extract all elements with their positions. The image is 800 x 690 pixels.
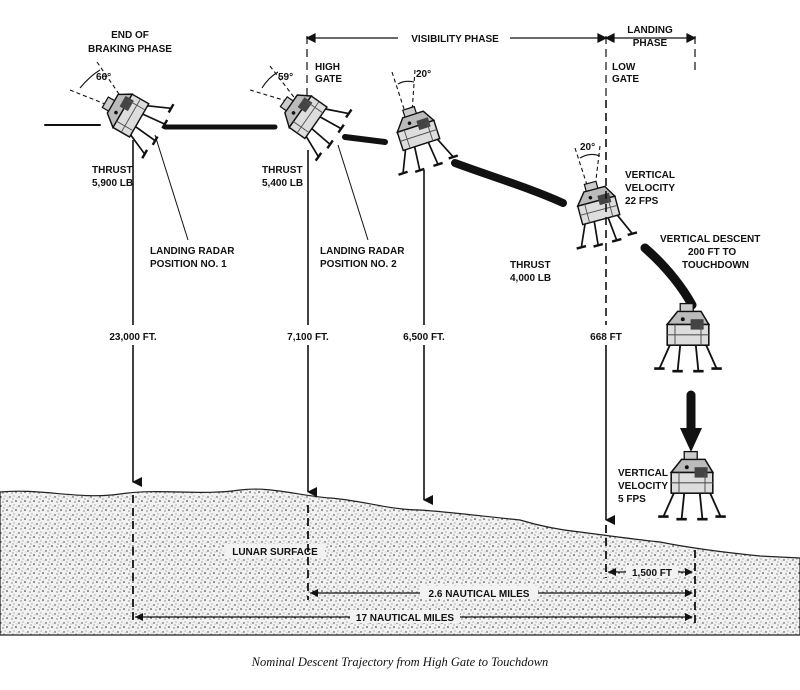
d3-label-bg bbox=[350, 610, 460, 623]
lunar-module-5 bbox=[652, 302, 724, 373]
d1-label-bg bbox=[626, 566, 678, 578]
thrust-3-label: THRUST bbox=[510, 260, 551, 271]
velocity-22-label-1: VERTICAL bbox=[625, 170, 675, 181]
low-gate-label-1: LOW bbox=[612, 62, 636, 73]
high-gate-label-1: HIGH bbox=[315, 62, 340, 73]
angle-20-b: 20° bbox=[580, 142, 595, 153]
trajectory-path bbox=[44, 124, 702, 452]
altitude-6500: 6,500 FT. bbox=[403, 332, 445, 343]
braking-phase-label-2: BRAKING PHASE bbox=[88, 44, 172, 55]
low-gate-label-2: GATE bbox=[612, 74, 639, 85]
velocity-22-label-2: VELOCITY bbox=[625, 183, 675, 194]
altitude-lines bbox=[132, 100, 615, 525]
lunar-surface-label: LUNAR SURFACE bbox=[232, 547, 318, 558]
vertical-descent-label-3: TOUCHDOWN bbox=[682, 260, 749, 271]
thrust-1-label: THRUST bbox=[92, 165, 133, 176]
braking-phase-label-1: END OF bbox=[111, 30, 149, 41]
distance-2-6nm: 2.6 NAUTICAL MILES bbox=[429, 589, 530, 600]
lunar-module-6 bbox=[656, 450, 728, 521]
landing-phase-label-2: PHASE bbox=[633, 38, 668, 49]
lunar-module-2 bbox=[265, 73, 355, 164]
distance-17nm: 17 NAUTICAL MILES bbox=[356, 613, 454, 624]
thrust-3-value: 4,000 LB bbox=[510, 273, 551, 284]
distance-1500ft: 1,500 FT bbox=[632, 568, 672, 579]
figure-caption: Nominal Descent Trajectory from High Gat… bbox=[251, 655, 549, 669]
velocity-22-value: 22 FPS bbox=[625, 196, 659, 207]
visibility-phase-label: VISIBILITY PHASE bbox=[411, 34, 499, 45]
angle-59: 59° bbox=[278, 72, 293, 83]
vertical-descent-label-2: 200 FT TO bbox=[688, 247, 736, 258]
radar-pointers bbox=[154, 134, 369, 241]
radar-1-label-2: POSITION NO. 1 bbox=[150, 259, 227, 270]
lunar-surface bbox=[0, 488, 800, 636]
d2-label-bg bbox=[420, 586, 538, 599]
high-gate-label-2: GATE bbox=[315, 74, 342, 85]
vertical-descent-label-1: VERTICAL DESCENT bbox=[660, 234, 760, 245]
lunar-module-3 bbox=[378, 97, 460, 179]
velocity-5-label-2: VELOCITY bbox=[618, 481, 668, 492]
velocity-5-value: 5 FPS bbox=[618, 494, 646, 505]
radar-2-label-1: LANDING RADAR bbox=[320, 246, 405, 257]
altitude-668: 668 FT bbox=[590, 332, 622, 343]
thrust-2-label: THRUST bbox=[262, 165, 303, 176]
distance-arrowheads bbox=[135, 568, 693, 621]
thrust-1-value: 5,900 LB bbox=[92, 178, 133, 189]
velocity-5-label-1: VERTICAL bbox=[618, 468, 668, 479]
phase-boundaries bbox=[305, 33, 697, 100]
thrust-2-value: 5,400 LB bbox=[262, 178, 303, 189]
surface-label-bg bbox=[225, 544, 325, 558]
radar-2-label-2: POSITION NO. 2 bbox=[320, 259, 397, 270]
altitude-23000: 23,000 FT. bbox=[109, 332, 156, 343]
angle-20-a: 20° bbox=[416, 69, 431, 80]
angle-66: 66° bbox=[96, 72, 111, 83]
radar-1-label-1: LANDING RADAR bbox=[150, 246, 235, 257]
landing-phase-label-1: LANDING bbox=[627, 25, 673, 36]
altitude-7100: 7,100 FT. bbox=[287, 332, 329, 343]
